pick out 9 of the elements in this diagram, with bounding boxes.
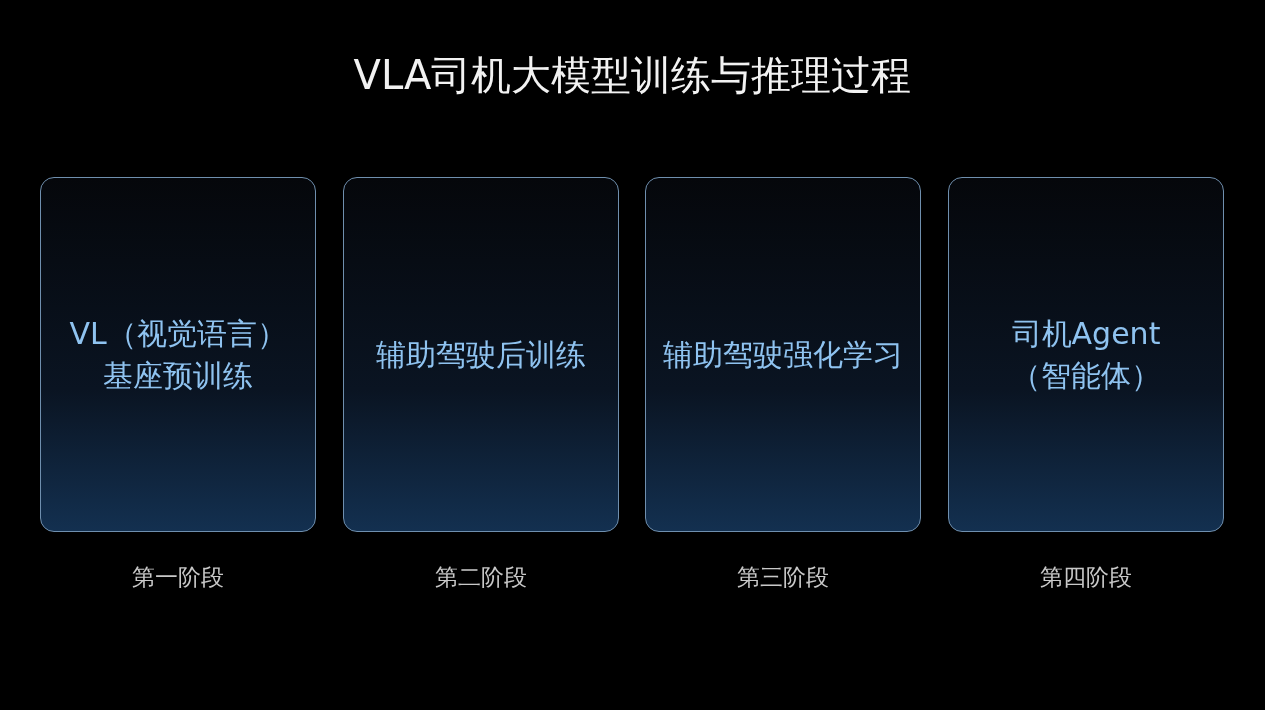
title: VLA司机大模型训练与推理过程 — [353, 51, 912, 100]
stage-label: 第二阶段 — [435, 563, 527, 592]
stage-label: 第一阶段 — [132, 563, 224, 592]
stage-label: 第三阶段 — [737, 563, 829, 592]
stage-box: 辅助驾驶后训练 — [343, 177, 619, 532]
stage-box: 辅助驾驶强化学习 — [645, 177, 921, 532]
stage-label: 第四阶段 — [1040, 563, 1132, 592]
stage-box: VL（视觉语言）基座预训练 — [40, 177, 316, 532]
stage-box: 司机Agent（智能体） — [948, 177, 1224, 532]
